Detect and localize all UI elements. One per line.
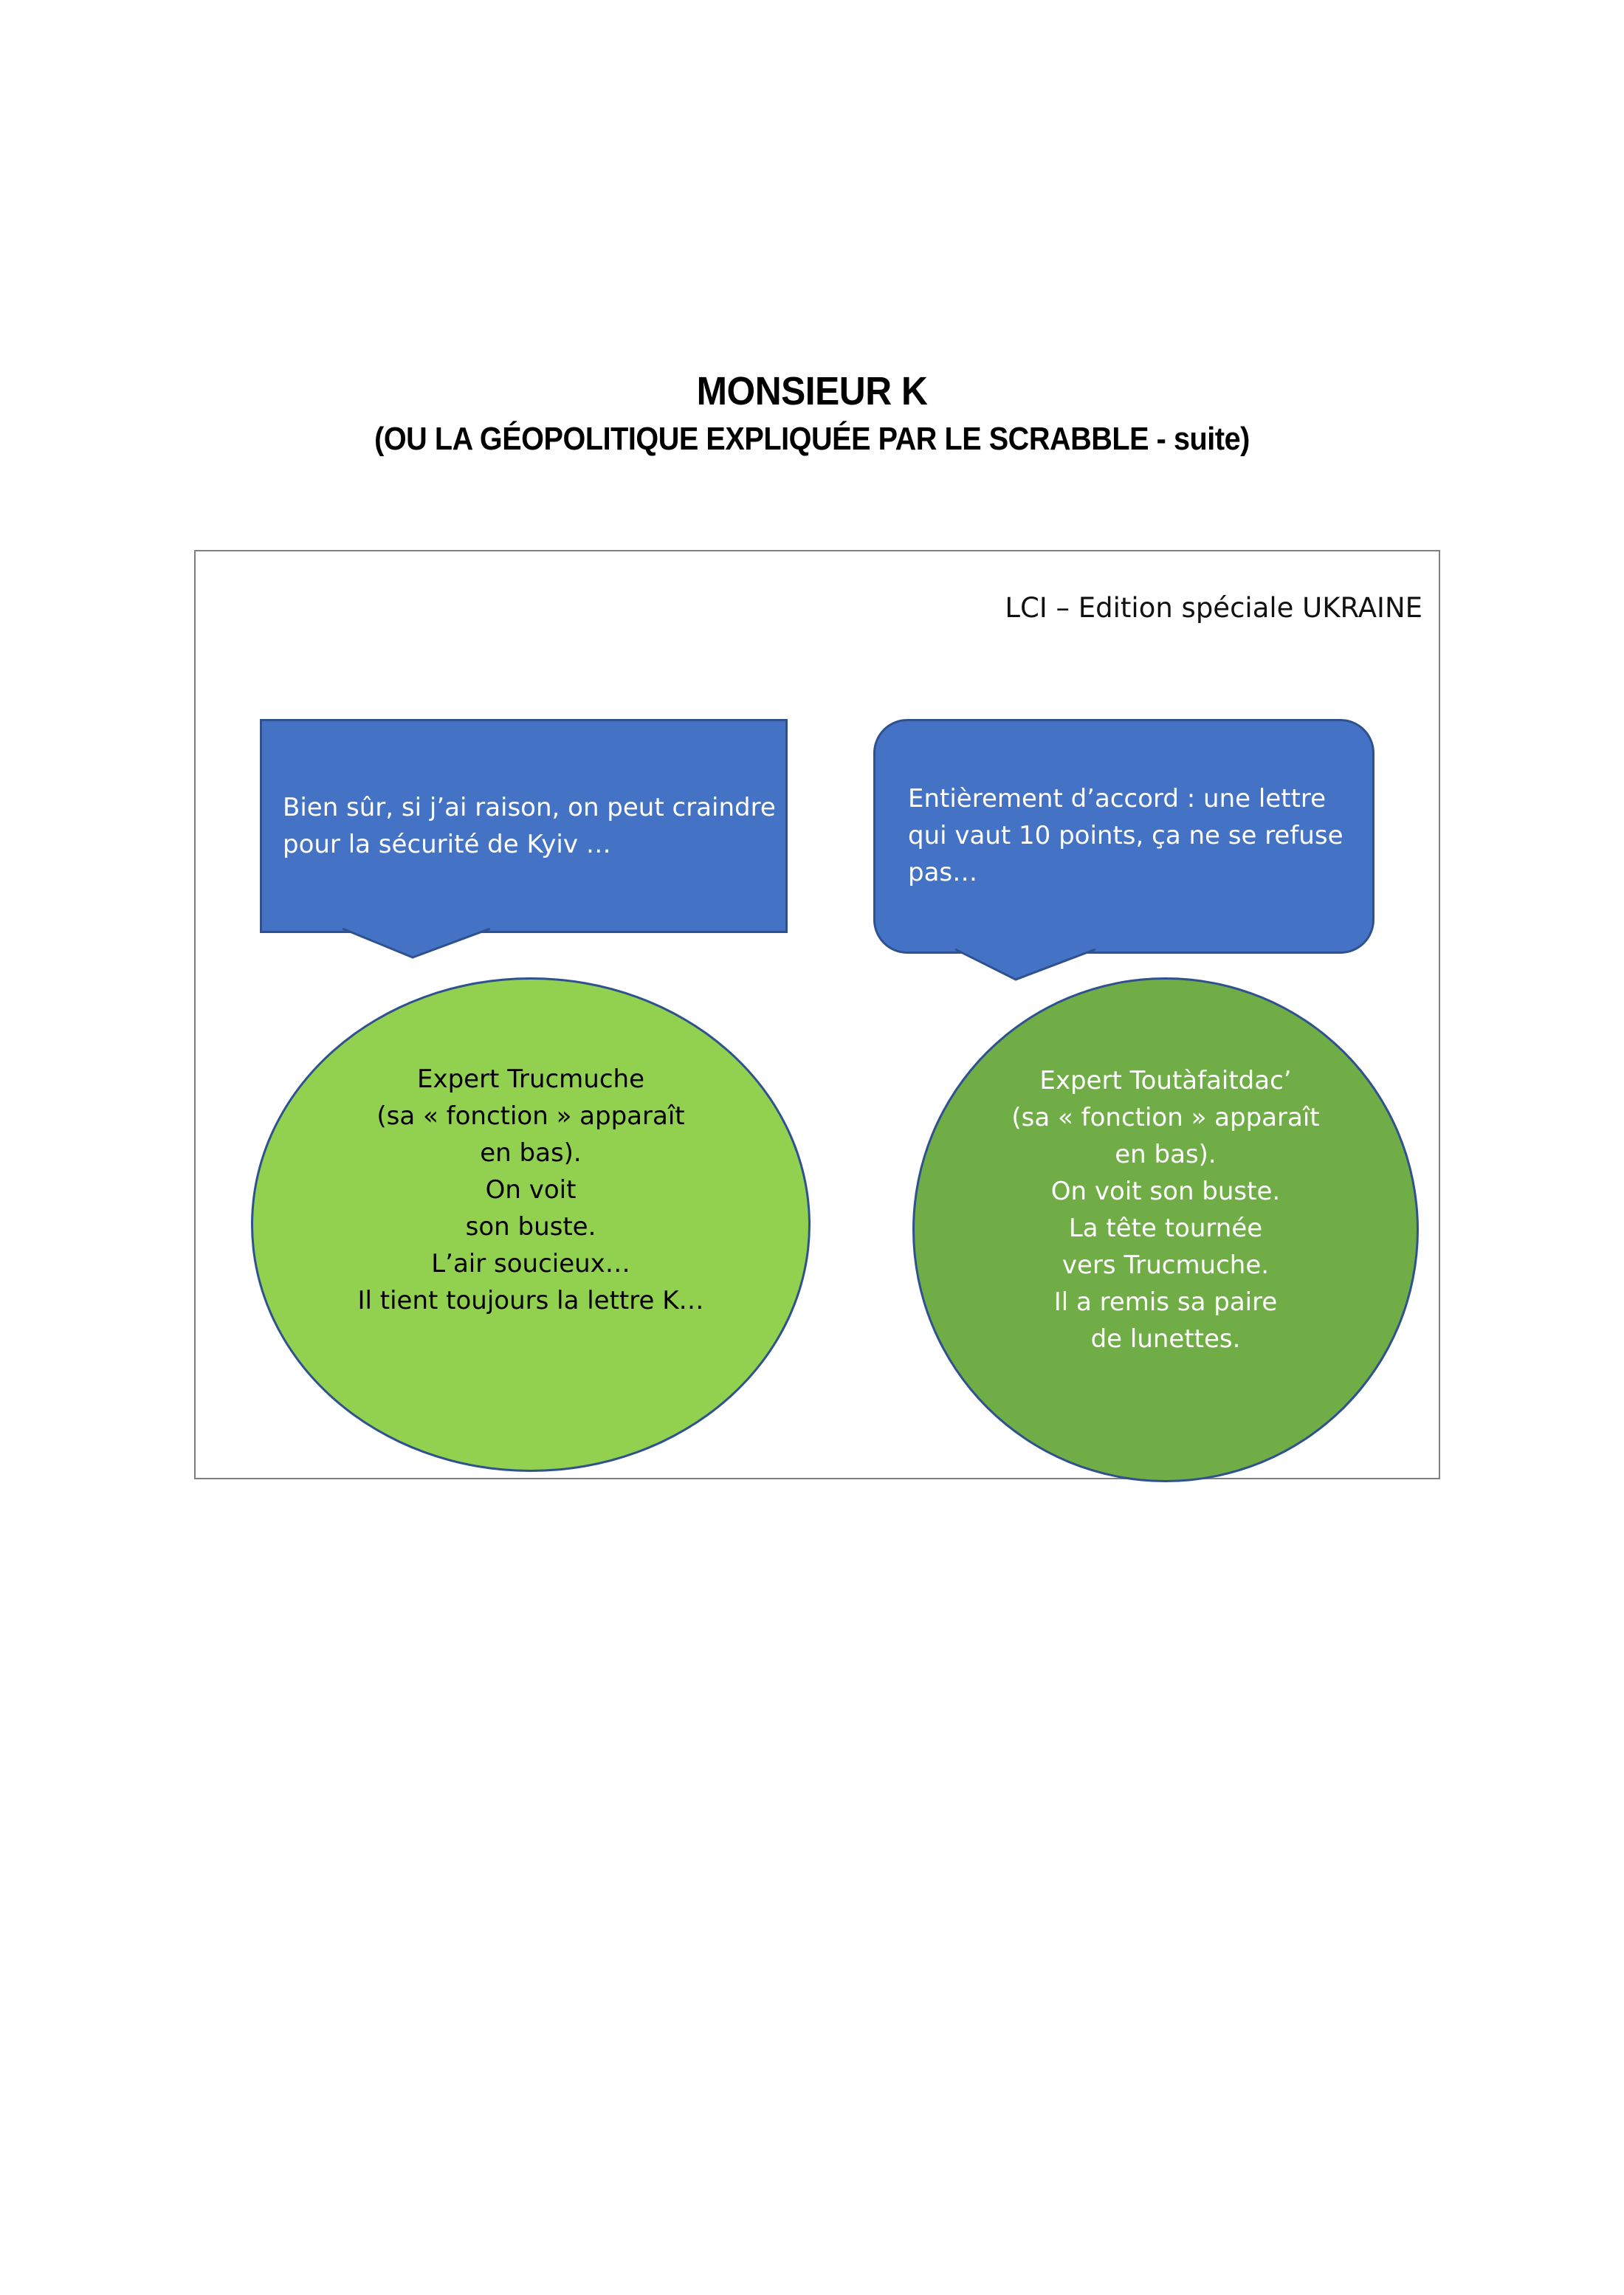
right-expert-line: de lunettes. [1090,1324,1241,1354]
left-speech-bubble: Bien sûr, si j’ai raison, on peut craind… [260,719,788,933]
left-expert-line: Expert Trucmuche [416,1064,645,1094]
left-expert-circle: Expert Trucmuche (sa « fonction » appara… [251,977,811,1472]
right-expert-line: Expert Toutàfaitdac’ [1039,1066,1292,1095]
left-speech-line: Bien sûr, si j’ai raison, on peut craind… [283,793,776,822]
right-expert-line: On voit son buste. [1050,1177,1281,1206]
document-title: MONSIEUR K [696,369,928,413]
document-subtitle: (OU LA GÉOPOLITIQUE EXPLIQUÉE PAR LE SCR… [374,421,1250,457]
left-expert-line: son buste. [465,1212,596,1242]
left-expert-line: en bas). [480,1138,582,1168]
right-expert-circle: Expert Toutàfaitdac’ (sa « fonction » ap… [912,977,1419,1482]
right-speech-line: Entièrement d’accord : une lettre [908,784,1327,813]
scene-caption: LCI – Edition spéciale UKRAINE [1005,592,1422,624]
right-expert-line: Il a remis sa paire [1053,1287,1278,1317]
right-speech-line: qui vaut 10 points, ça ne se refuse [908,821,1343,850]
right-expert-line: (sa « fonction » apparaît [1011,1103,1320,1132]
left-expert-line: (sa « fonction » apparaît [376,1101,685,1131]
title-block: MONSIEUR K (OU LA GÉOPOLITIQUE EXPLIQUÉE… [0,365,1624,461]
left-speech-tail [343,928,490,959]
right-expert-line: La tête tournée [1068,1214,1263,1243]
left-speech-line: pour la sécurité de Kyiv … [283,830,611,859]
right-expert-line: en bas). [1115,1140,1217,1169]
scene-frame: LCI – Edition spéciale UKRAINE Bien sûr,… [194,550,1440,1482]
right-speech-tail [955,949,1095,981]
left-expert-line: Il tient toujours la lettre K… [357,1286,704,1315]
left-expert-line: L’air soucieux… [431,1249,630,1279]
right-speech-line: pas… [908,858,978,887]
right-speech-bubble: Entièrement d’accord : une lettre qui va… [873,719,1374,954]
right-expert-line: vers Trucmuche. [1062,1250,1270,1280]
left-expert-line: On voit [485,1175,577,1205]
